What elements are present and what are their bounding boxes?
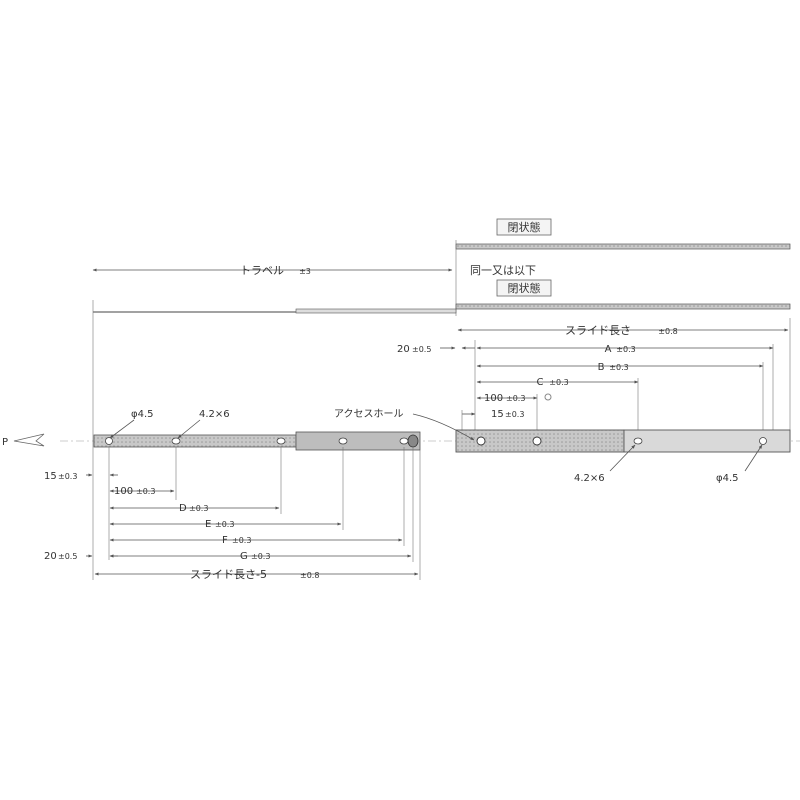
outer-rail-phi-hole [759, 437, 767, 445]
slide-length-label: スライド長さ [565, 324, 631, 337]
dim-D-tolerance: ±0.3 [189, 504, 208, 513]
closed-state-label-2: 閉状態 [508, 281, 541, 295]
slide-length-minus5-tolerance: ±0.8 [300, 571, 319, 580]
closed-state-view: 閉状態 トラベル ±3 同一又は以下 閉状態 [92, 218, 791, 316]
intermediate-slot [338, 437, 348, 445]
d100-right-value: 100 [484, 393, 503, 404]
dim-F-tolerance: ±0.3 [232, 536, 251, 545]
reference-P-label: P [2, 437, 8, 448]
dim-E-label: E [205, 519, 211, 530]
inner-rail [93, 434, 297, 448]
d15-right-tolerance: ±0.3 [505, 410, 524, 419]
inner-rail-slot-1 [171, 437, 181, 445]
dim-B-tolerance: ±0.3 [609, 363, 628, 372]
side-profile-right [455, 303, 791, 310]
dim-D-label: D [179, 503, 187, 514]
dim-G-label: G [240, 551, 248, 562]
dim-C-label: C [537, 377, 544, 388]
dim-A-tolerance: ±0.3 [616, 345, 635, 354]
inner-rail-phi-hole [105, 437, 113, 445]
left-dimensions: 15 ±0.3 100 ±0.3 D ±0.3 E ±0.3 F ±0.3 G … [44, 300, 421, 581]
d20-right-value: 20 [397, 344, 410, 355]
dim-E-tolerance: ±0.3 [215, 520, 234, 529]
travel-tolerance: ±3 [299, 267, 311, 276]
same-or-less-label: 同一又は以下 [470, 264, 536, 277]
extended-rail-view: P [2, 429, 800, 453]
slot-left-label: 4.2×6 [199, 409, 230, 420]
d15-left-value: 15 [44, 471, 57, 482]
access-hole-1 [399, 437, 409, 445]
d15-right-value: 15 [491, 409, 504, 420]
dim-C-tolerance: ±0.3 [549, 378, 568, 387]
dim-F-label: F [222, 535, 228, 546]
d100-right-tolerance: ±0.3 [506, 394, 525, 403]
outer-rail-slot [633, 437, 643, 445]
closed-state-label-box-2 [496, 279, 552, 297]
outer-rail-hole-2 [532, 436, 542, 446]
side-profile-middle [295, 308, 457, 314]
dim-B-label: B [598, 362, 605, 373]
slot-right-label: 4.2×6 [574, 473, 605, 484]
slide-length-tolerance: ±0.8 [658, 327, 677, 336]
reference-P-arrow [13, 433, 45, 447]
closed-state-label-1: 閉状態 [508, 220, 541, 234]
right-dimensions: スライド長さ ±0.8 20 ±0.5 A ±0.3 B ±0.3 C ±0.3… [397, 318, 791, 444]
travel-label: トラベル [240, 264, 284, 277]
callouts: φ4.5 4.2×6 アクセスホール 4.2×6 φ4.5 [109, 408, 763, 484]
d100-left-value: 100 [114, 486, 133, 497]
d100-left-tolerance: ±0.3 [136, 487, 155, 496]
phi-left-label: φ4.5 [131, 409, 154, 420]
closed-rail-top [455, 243, 791, 250]
reference-mark [544, 393, 552, 401]
dim-A-label: A [605, 344, 612, 355]
intermediate-rail [295, 431, 421, 451]
closed-state-label-box-1 [496, 218, 552, 236]
d20-left-value: 20 [44, 551, 57, 562]
phi-right-label: φ4.5 [716, 473, 739, 484]
access-hole-label: アクセスホール [334, 408, 404, 420]
inner-rail-slot-2 [276, 437, 286, 445]
slide-length-minus5-label: スライド長さ-5 [190, 568, 267, 581]
d20-right-tolerance: ±0.5 [412, 345, 431, 354]
d15-left-tolerance: ±0.3 [58, 472, 77, 481]
outer-rail-hole-1 [476, 436, 486, 446]
outer-rail-plain [623, 429, 791, 453]
access-hole-2 [407, 434, 419, 448]
d20-left-tolerance: ±0.5 [58, 552, 77, 561]
dim-G-tolerance: ±0.3 [251, 552, 270, 561]
